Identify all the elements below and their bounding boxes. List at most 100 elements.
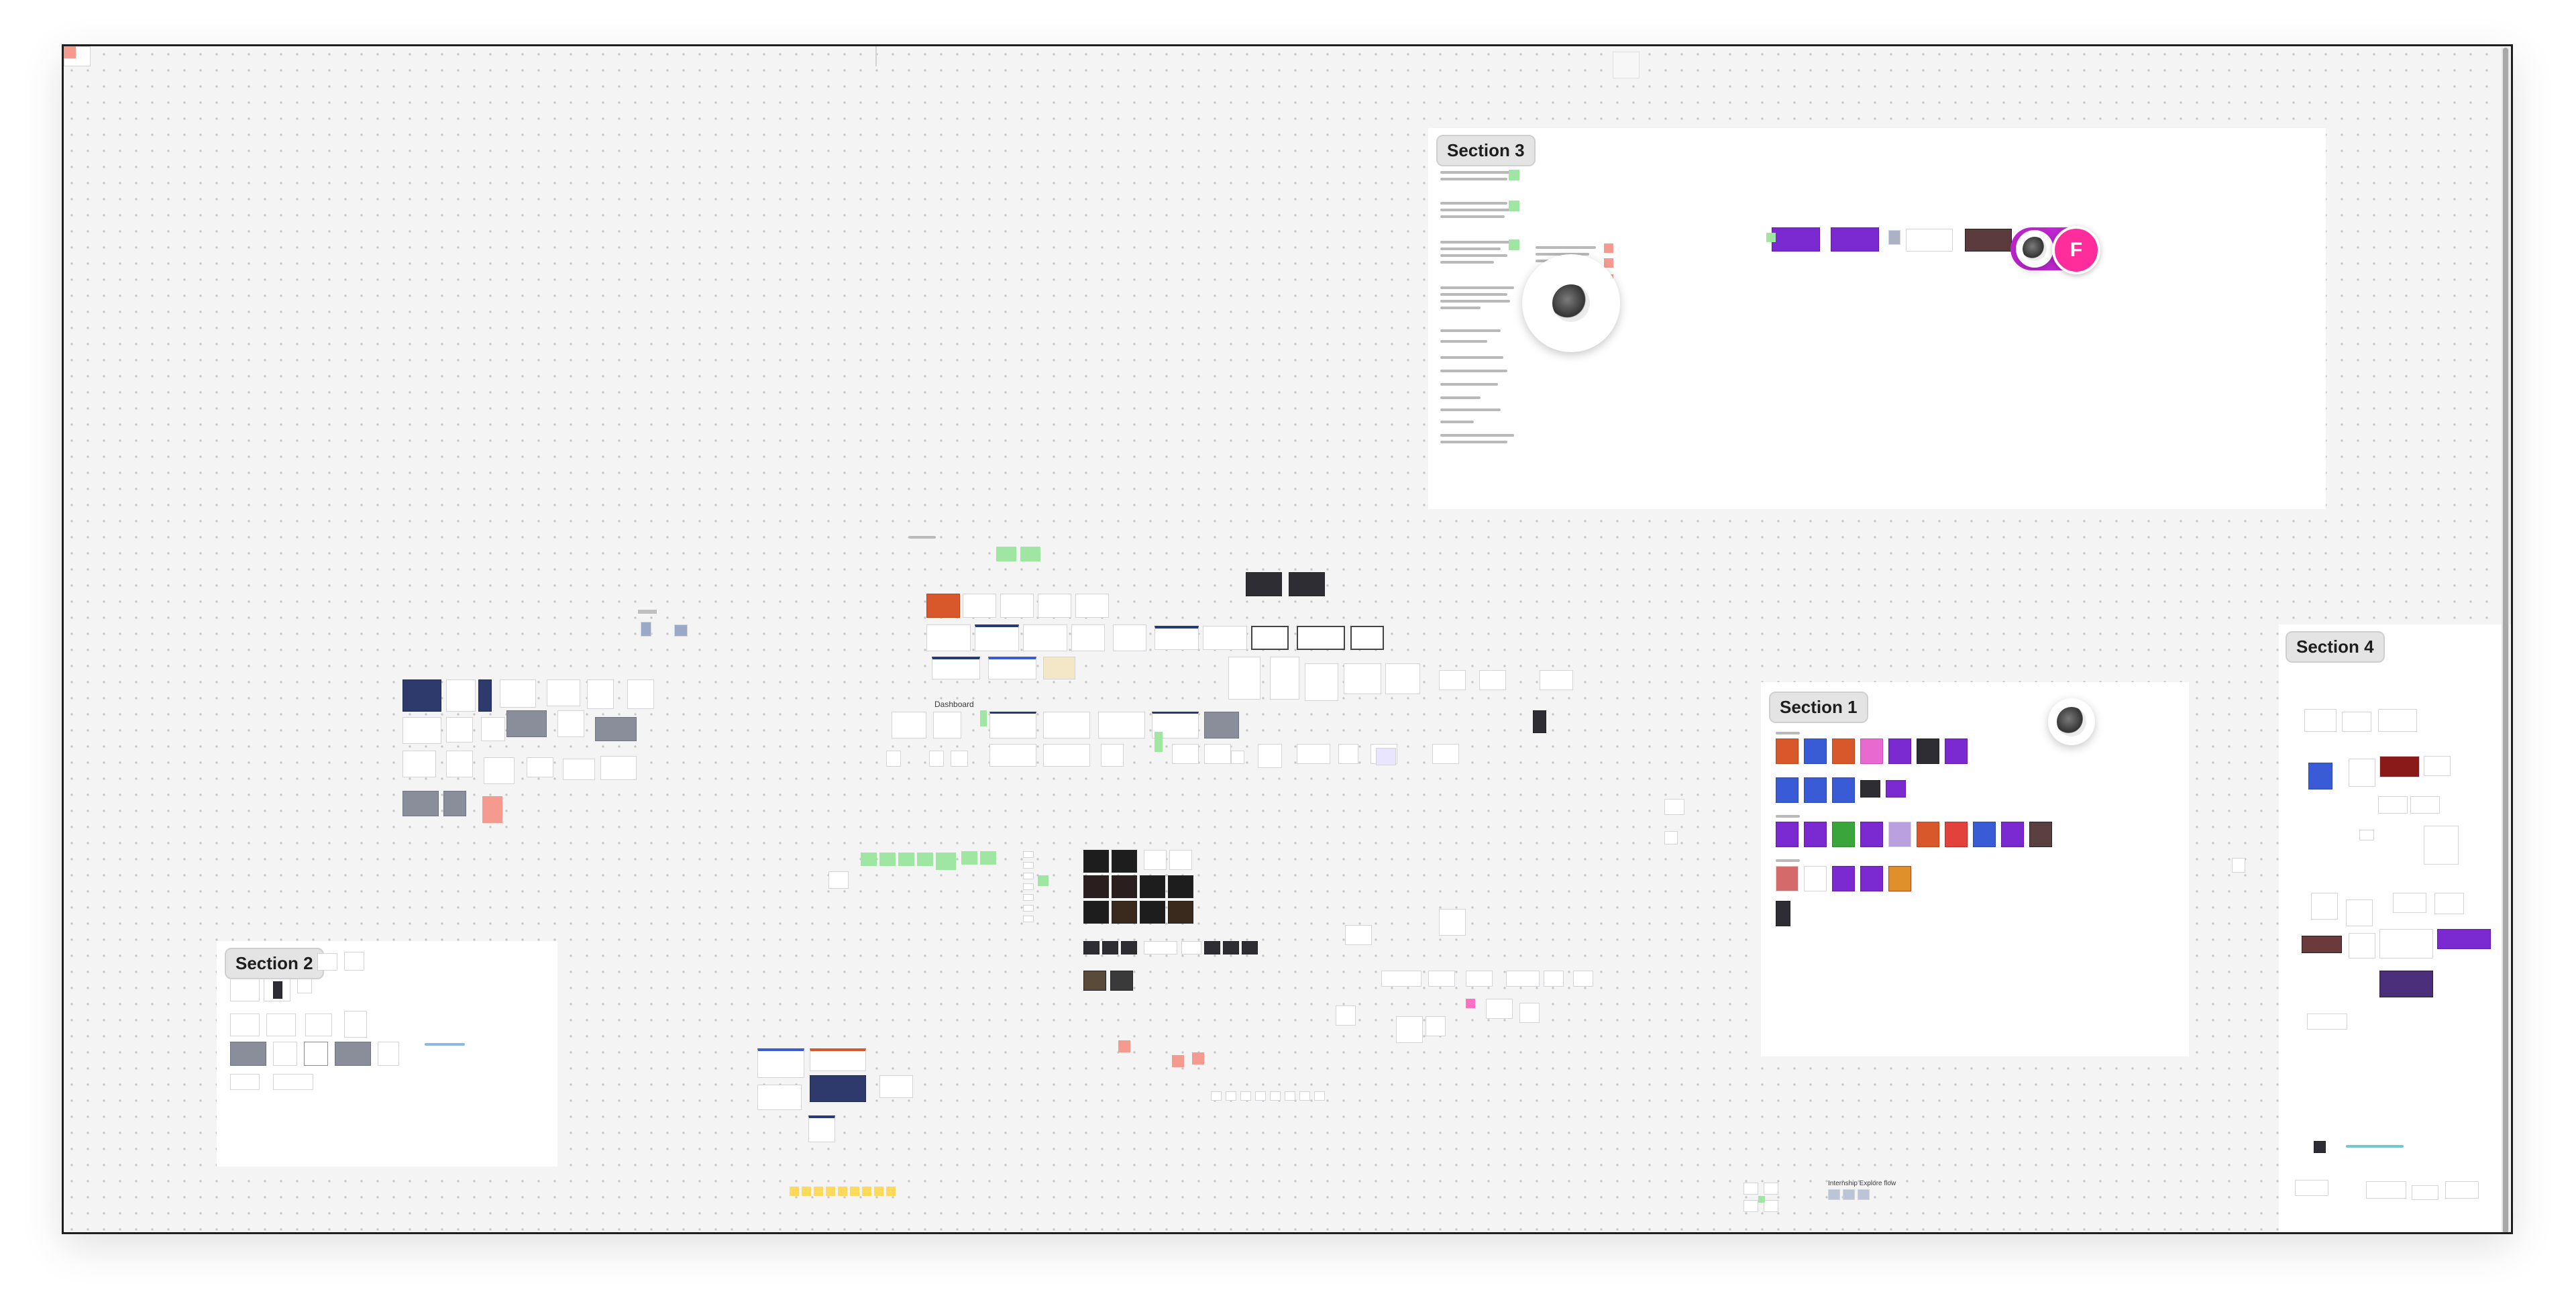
list-item[interactable] bbox=[1285, 1091, 1295, 1101]
frame-card[interactable] bbox=[1144, 850, 1167, 870]
media-card[interactable] bbox=[1102, 941, 1118, 954]
empty-frame[interactable] bbox=[1613, 52, 1640, 78]
frame-card[interactable] bbox=[2232, 858, 2245, 873]
thumbnail-card[interactable] bbox=[1832, 822, 1855, 847]
frame-card[interactable] bbox=[2349, 759, 2375, 787]
frame-card[interactable] bbox=[478, 679, 492, 712]
thumbnail-card[interactable] bbox=[1917, 822, 1939, 847]
frame-card[interactable] bbox=[963, 594, 996, 618]
frame-card[interactable] bbox=[1428, 971, 1455, 987]
frame-card[interactable] bbox=[1533, 710, 1546, 733]
frame-card[interactable] bbox=[335, 1042, 371, 1066]
frame-card[interactable] bbox=[1376, 748, 1396, 765]
frame-card[interactable] bbox=[1251, 626, 1289, 650]
frame-card[interactable] bbox=[929, 751, 944, 767]
sticky-note[interactable] bbox=[1604, 243, 1613, 253]
frame-card[interactable] bbox=[828, 871, 849, 889]
frame-card[interactable] bbox=[2342, 712, 2371, 732]
frame-card[interactable] bbox=[1466, 971, 1493, 987]
frame-card[interactable] bbox=[1396, 1016, 1423, 1043]
frame-card[interactable] bbox=[988, 657, 1036, 679]
frame-card[interactable] bbox=[1172, 744, 1199, 764]
list-item[interactable] bbox=[1240, 1091, 1251, 1101]
media-card[interactable] bbox=[1110, 971, 1133, 991]
media-card[interactable] bbox=[1204, 941, 1220, 954]
frame-card[interactable] bbox=[1043, 657, 1075, 679]
frame-card[interactable] bbox=[600, 756, 637, 780]
frame-card[interactable] bbox=[547, 679, 580, 706]
sticky-note[interactable] bbox=[1766, 233, 1776, 242]
sticky-note[interactable] bbox=[790, 1187, 799, 1196]
frame-card[interactable] bbox=[230, 1042, 266, 1066]
frame-card[interactable] bbox=[1664, 799, 1684, 815]
list-item[interactable] bbox=[1226, 1091, 1236, 1101]
frame-card[interactable] bbox=[1075, 594, 1109, 618]
frame-card[interactable] bbox=[446, 751, 473, 777]
frame-card[interactable] bbox=[1743, 1183, 1758, 1195]
frame-card[interactable] bbox=[1479, 670, 1506, 690]
frame-card[interactable] bbox=[1297, 744, 1330, 764]
sticky-note[interactable] bbox=[861, 853, 877, 866]
section-2[interactable]: Section 2 bbox=[217, 941, 557, 1166]
frame-card[interactable] bbox=[1336, 1005, 1356, 1026]
frame-card[interactable] bbox=[1038, 594, 1071, 618]
thumbnail-card[interactable] bbox=[1831, 227, 1879, 252]
frame-card[interactable] bbox=[595, 717, 637, 741]
sticky-note[interactable] bbox=[1466, 999, 1475, 1008]
list-item[interactable] bbox=[1023, 862, 1034, 869]
frame-card[interactable] bbox=[563, 759, 595, 780]
sticky-note[interactable] bbox=[1604, 258, 1613, 268]
frame-card[interactable] bbox=[2311, 893, 2338, 920]
media-card[interactable] bbox=[1140, 875, 1165, 898]
thumbnail-card[interactable] bbox=[2001, 822, 2024, 847]
frame-card[interactable] bbox=[1432, 744, 1459, 764]
list-item[interactable] bbox=[1023, 873, 1034, 879]
frame-card[interactable] bbox=[627, 679, 654, 709]
frame-card[interactable] bbox=[1519, 1003, 1540, 1023]
frame-card[interactable] bbox=[527, 757, 553, 777]
frame-card[interactable] bbox=[305, 1014, 332, 1036]
frame-card[interactable] bbox=[230, 1074, 260, 1090]
frame-card[interactable] bbox=[810, 1075, 866, 1102]
media-card[interactable] bbox=[1242, 941, 1258, 954]
list-item[interactable] bbox=[1023, 916, 1034, 922]
frame-card[interactable] bbox=[1540, 670, 1573, 690]
frame-card[interactable] bbox=[1258, 744, 1282, 768]
figjam-canvas[interactable]: Section 3 bbox=[62, 44, 2513, 1234]
frame-card[interactable] bbox=[2393, 893, 2426, 913]
sticky-note[interactable] bbox=[802, 1187, 811, 1196]
sticky-note[interactable] bbox=[898, 853, 914, 866]
frame-card[interactable] bbox=[2349, 933, 2375, 959]
sticky-note[interactable] bbox=[850, 1187, 859, 1196]
media-card[interactable] bbox=[1112, 850, 1137, 873]
frame-card[interactable] bbox=[1246, 572, 1282, 596]
frame-card[interactable] bbox=[557, 710, 584, 737]
list-item[interactable] bbox=[1023, 894, 1034, 901]
frame-card[interactable] bbox=[2378, 709, 2417, 732]
media-card[interactable] bbox=[1083, 971, 1106, 991]
frame-card[interactable] bbox=[402, 679, 441, 712]
frame-card[interactable] bbox=[2434, 893, 2464, 914]
thumbnail-card[interactable] bbox=[1832, 866, 1855, 891]
thumbnail-card[interactable] bbox=[1832, 738, 1855, 764]
frame-card[interactable] bbox=[1381, 971, 1421, 987]
frame-card[interactable] bbox=[402, 751, 436, 777]
frame-card[interactable] bbox=[273, 981, 282, 999]
frame-card[interactable] bbox=[926, 594, 960, 618]
frame-card[interactable] bbox=[757, 1048, 804, 1078]
thumbnail-card[interactable] bbox=[1886, 780, 1906, 798]
frame-card[interactable] bbox=[951, 751, 968, 767]
thumbnail-card[interactable] bbox=[1776, 738, 1799, 764]
frame-card[interactable] bbox=[1573, 971, 1593, 987]
scrollbar-thumb[interactable] bbox=[2503, 48, 2508, 1232]
frame-card[interactable] bbox=[932, 657, 980, 679]
media-card[interactable] bbox=[1083, 875, 1109, 898]
sticky-note[interactable] bbox=[64, 46, 76, 58]
frame-card[interactable] bbox=[933, 712, 961, 738]
vertical-scrollbar[interactable] bbox=[2502, 48, 2510, 1232]
frame-card[interactable] bbox=[2307, 1014, 2347, 1030]
avatar-icon[interactable] bbox=[2048, 698, 2095, 745]
frame-card[interactable] bbox=[2437, 929, 2491, 949]
thumbnail-card[interactable] bbox=[1860, 866, 1883, 891]
frame-card[interactable] bbox=[2378, 796, 2408, 814]
